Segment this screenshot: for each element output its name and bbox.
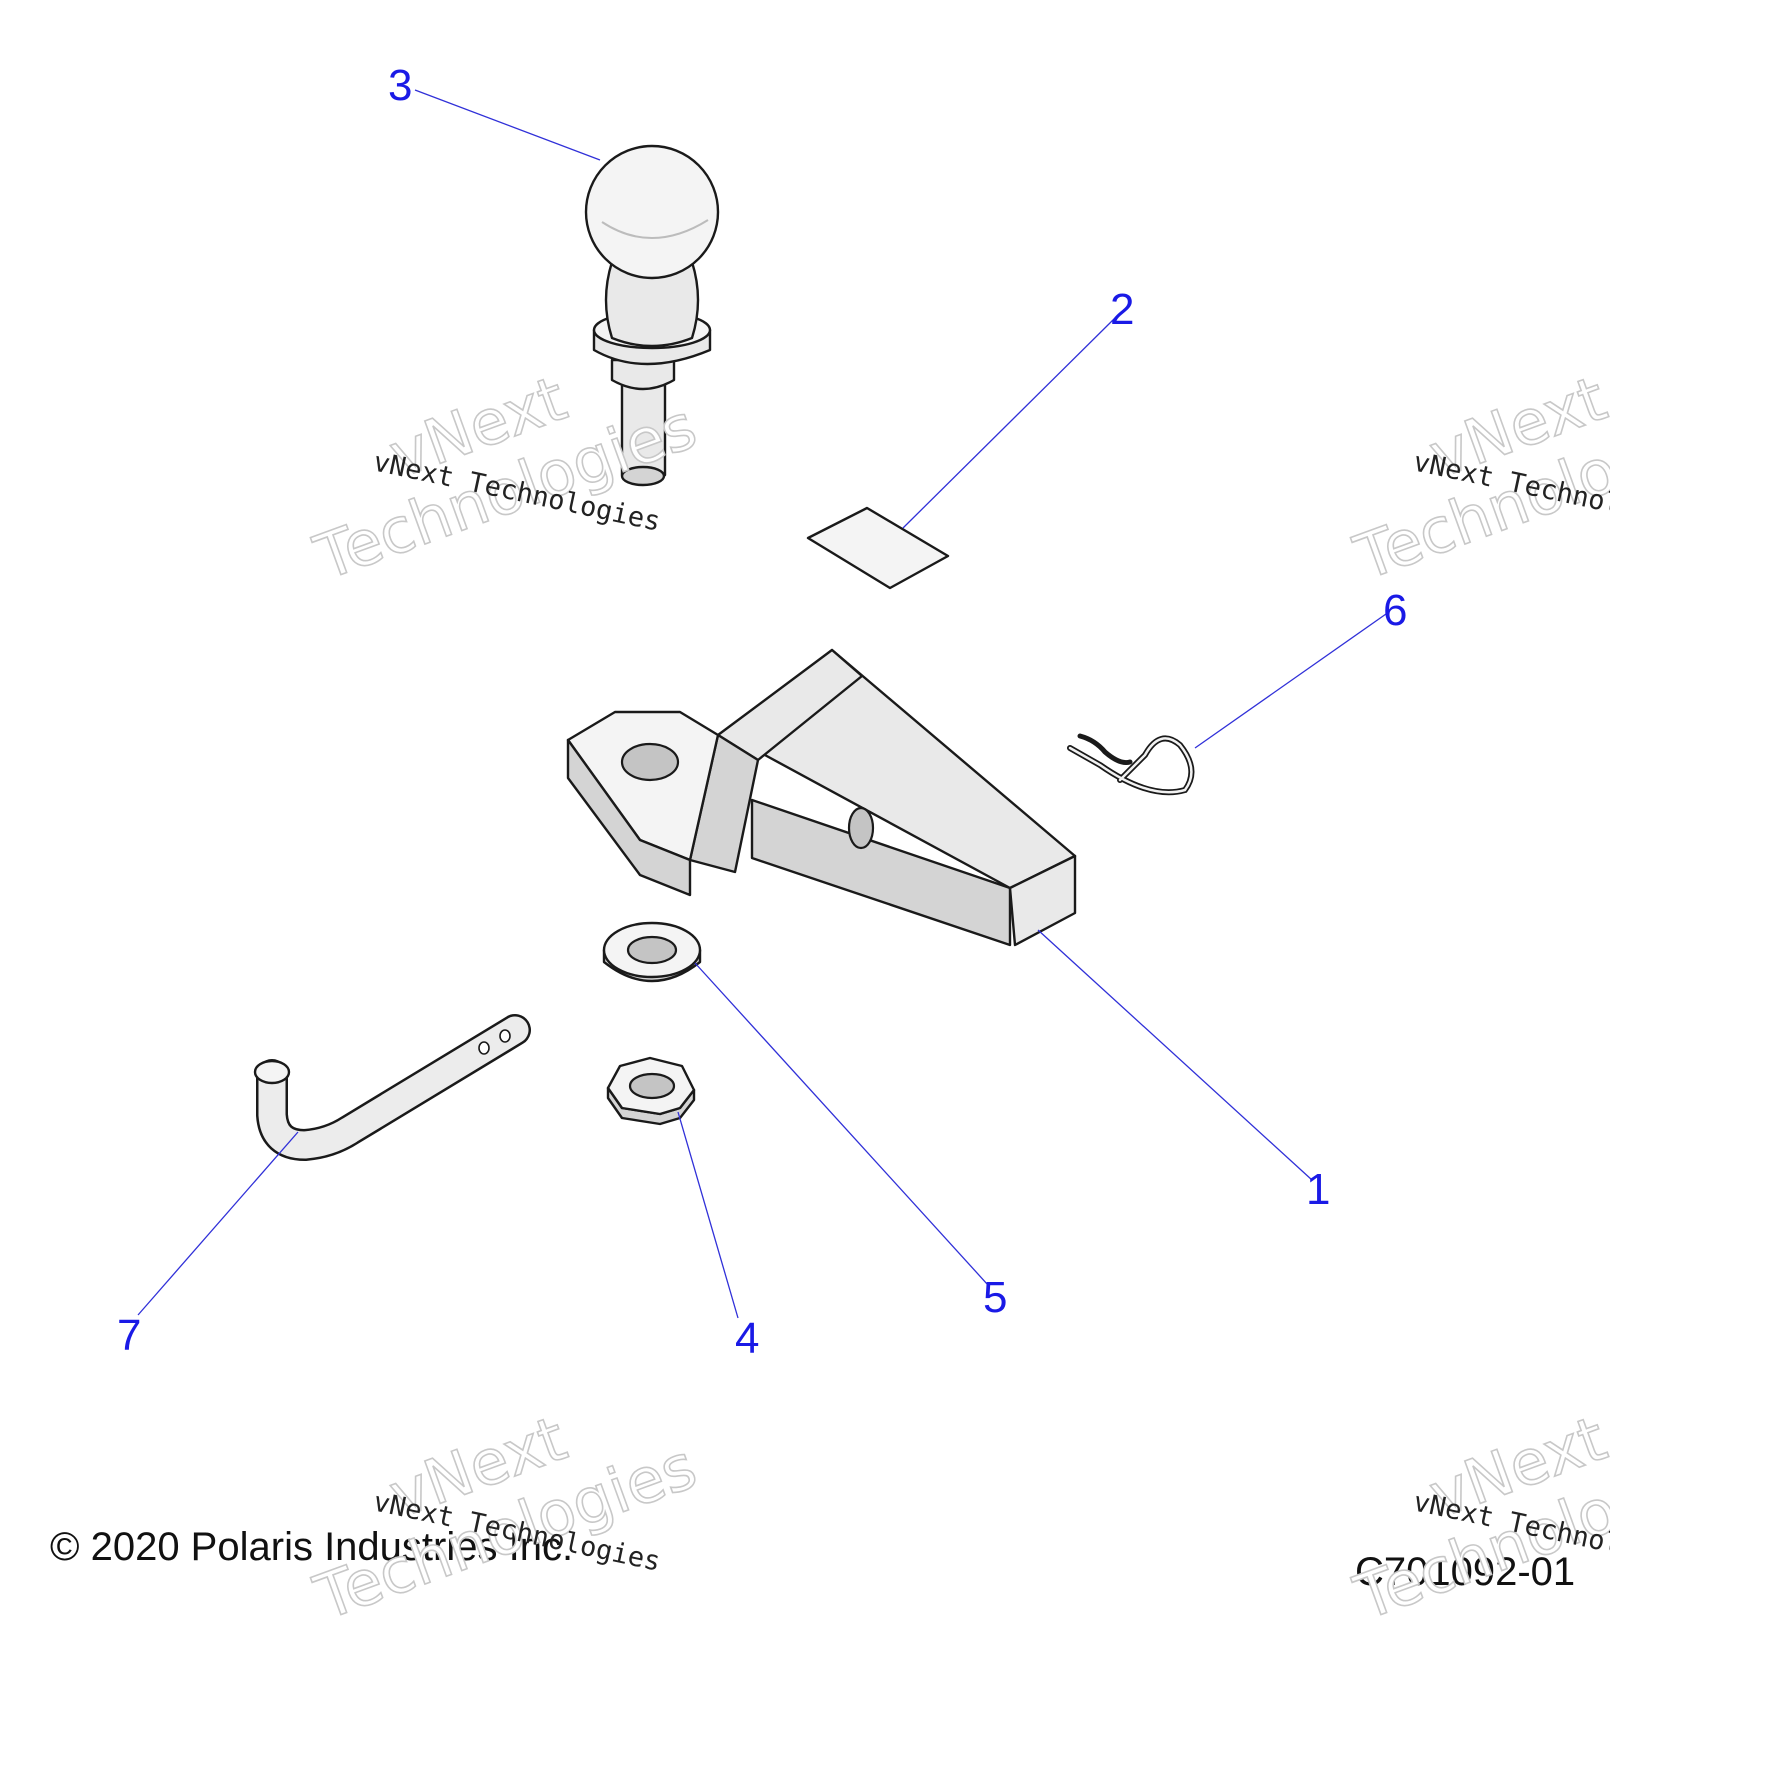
watermark-bottom-right: vNext Technologies vNext Technologies	[1344, 1401, 1610, 1635]
hitch-clip	[1067, 733, 1195, 796]
callout-4: 4	[735, 1314, 759, 1363]
leader-3	[414, 89, 601, 161]
callout-5: 5	[983, 1273, 1007, 1322]
leader-4	[677, 1111, 739, 1319]
watermark-bottom-left: vNext Technologies vNext Technologies	[304, 1401, 706, 1635]
callout-7: 7	[117, 1311, 141, 1360]
callout-6: 6	[1383, 586, 1407, 635]
callout-1: 1	[1306, 1165, 1330, 1214]
leader-5	[694, 962, 989, 1286]
decal	[806, 506, 950, 590]
leader-lines	[137, 89, 1387, 1319]
callouts: 3 2 6 1 5 4 7	[117, 61, 1407, 1363]
leader-2	[902, 317, 1116, 529]
hex-nut	[606, 1056, 696, 1126]
drawing-code: C701092-01	[1355, 1550, 1575, 1594]
leader-7	[137, 1131, 299, 1316]
leader-1	[1037, 929, 1313, 1181]
hitch-pin	[253, 1014, 531, 1161]
watermark-top-right: vNext Technologies vNext Technologies	[1344, 361, 1610, 595]
leader-6	[1194, 613, 1387, 749]
ball-mount	[566, 648, 1077, 947]
callout-2: 2	[1110, 285, 1134, 334]
hitch-ball	[584, 144, 720, 487]
callout-3: 3	[388, 61, 412, 110]
washer	[602, 921, 702, 983]
copyright-text: © 2020 Polaris Industries Inc.	[50, 1525, 573, 1569]
